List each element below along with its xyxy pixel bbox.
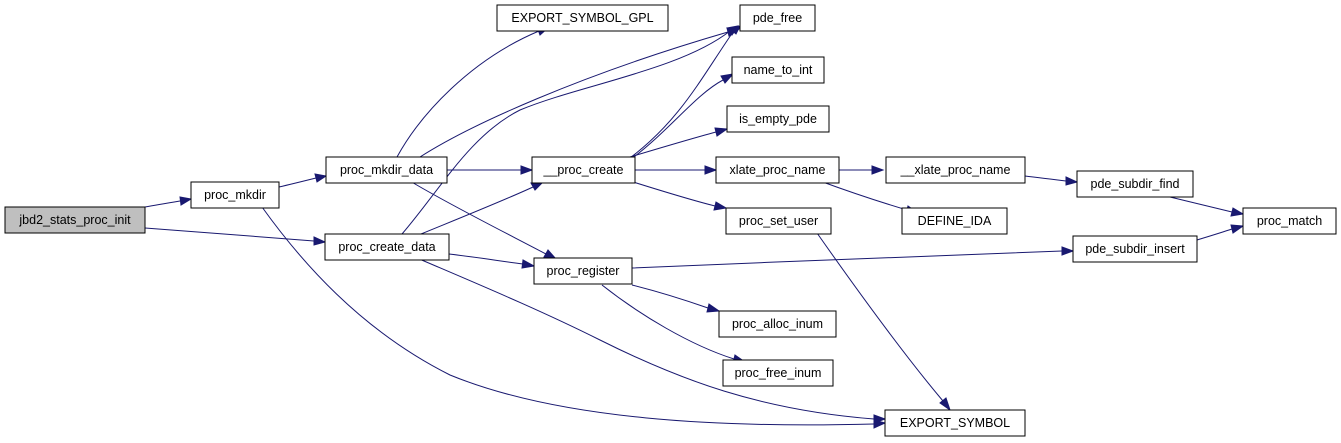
node-proc-mkdir[interactable]: proc_mkdir [190,181,280,209]
edge-proc-register-to-pde-subdir-insert [631,246,1075,269]
node-label: proc_create_data [338,240,435,254]
edge-proc-create-data-to-proc-register [448,253,536,269]
edge-proc-create-to-pde-free [629,25,741,159]
node-label: DEFINE_IDA [918,214,992,228]
edge-proc-create-data-to-proc-create [420,181,545,235]
node-export-symbol[interactable]: EXPORT_SYMBOL [884,409,1026,437]
edge-proc-set-user-to-export-symbol [816,232,951,412]
edge-proc-create-data-to-pde-free [401,25,740,235]
node-label: pde_free [753,11,802,25]
edge-proc-mkdir-data-to-pde-free [419,27,741,158]
edge-proc-mkdir-data-to-proc-register [409,180,558,260]
node-label: xlate_proc_name [730,163,826,177]
node-label: jbd2_stats_proc_init [18,213,131,227]
node-proc-mkdir-data[interactable]: proc_mkdir_data [325,156,448,184]
node-proc-create[interactable]: __proc_create [531,156,636,184]
node-label: proc_alloc_inum [732,317,823,331]
edge-proc-mkdir-to-proc-mkdir-data [278,173,328,188]
node-pde-free[interactable]: pde_free [739,4,816,32]
node-proc-alloc-inum[interactable]: proc_alloc_inum [718,310,837,338]
node-name-to-int[interactable]: name_to_int [731,56,825,84]
edge-proc-create-to-is-empty-pde [629,127,729,158]
node-label: proc_free_inum [735,366,822,380]
node-label: EXPORT_SYMBOL_GPL [511,11,653,25]
edge-proc-create-to-name-to-int [629,73,735,161]
node-label: pde_subdir_find [1091,177,1180,191]
node-label: pde_subdir_insert [1085,242,1185,256]
node-proc-set-user[interactable]: proc_set_user [725,207,832,235]
node-label: proc_mkdir_data [340,163,433,177]
edge-proc-create-to-xlate-proc-name [635,165,718,175]
node-label: __proc_create [543,163,624,177]
edge-root-to-proc-mkdir [144,196,193,208]
edge-root-to-proc-create-data [144,227,327,246]
edge-xlate-proc-name-to-xlate-proc-name2 [839,165,885,175]
node-jbd2-stats-proc-init[interactable]: jbd2_stats_proc_init [4,206,146,234]
node-xlate-proc-name2[interactable]: __xlate_proc_name [885,156,1026,184]
edge-pde-subdir-find-to-proc-match [1169,196,1245,217]
edge-pde-subdir-insert-to-proc-match [1196,224,1245,241]
node-is-empty-pde[interactable]: is_empty_pde [726,105,830,133]
edge-proc-register-to-proc-alloc-inum [631,284,721,313]
node-label: proc_register [547,264,620,278]
node-label: name_to_int [744,63,813,77]
node-export-symbol-gpl[interactable]: EXPORT_SYMBOL_GPL [496,4,669,32]
node-proc-create-data[interactable]: proc_create_data [324,233,450,261]
node-pde-subdir-find[interactable]: pde_subdir_find [1076,170,1194,198]
node-xlate-proc-name[interactable]: xlate_proc_name [715,156,840,184]
node-define-ida[interactable]: DEFINE_IDA [901,207,1008,235]
node-pde-subdir-insert[interactable]: pde_subdir_insert [1072,235,1198,263]
edge-proc-create-to-proc-set-user [629,180,728,211]
edge-proc-mkdir-data-to-proc-create [447,165,534,175]
node-label: proc_set_user [739,214,818,228]
node-label: proc_mkdir [204,188,266,202]
node-proc-match[interactable]: proc_match [1242,207,1337,235]
edge-proc-mkdir-data-to-export-symbol-gpl [396,26,551,158]
node-label: is_empty_pde [739,112,817,126]
node-label: EXPORT_SYMBOL [900,416,1010,430]
edge-xlate-proc-name2-to-pde-subdir-find [1024,175,1079,186]
node-proc-register[interactable]: proc_register [533,257,633,285]
node-proc-free-inum[interactable]: proc_free_inum [722,359,834,387]
node-label: __xlate_proc_name [900,163,1011,177]
edge-proc-create-data-to-export-symbol [416,257,887,424]
node-label: proc_match [1257,214,1322,228]
